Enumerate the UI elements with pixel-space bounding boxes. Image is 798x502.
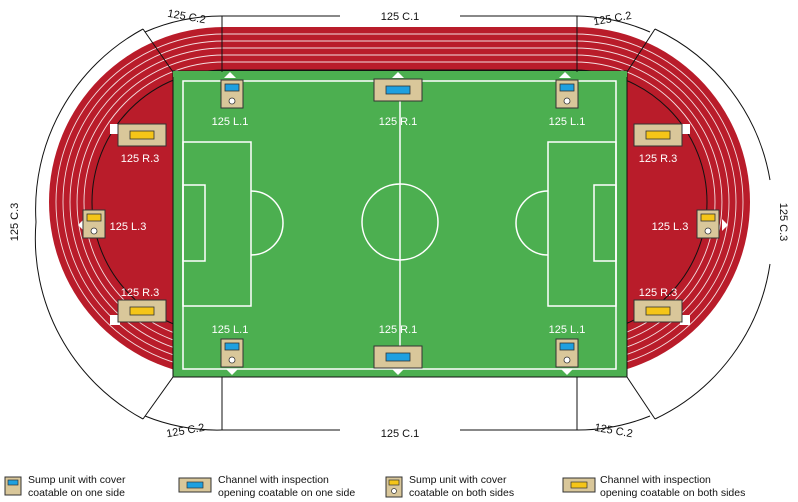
label-r3-top-right: 125 R.3	[639, 153, 678, 165]
label-r3-bottom-left: 125 R.3	[121, 287, 160, 299]
legend-item-sump-one-side: Sump unit with cover coatable on one sid…	[4, 470, 174, 502]
label-l3-right: 125 L.3	[652, 221, 689, 233]
legend-line2: opening coatable on one side	[218, 487, 356, 499]
sump-unit-left-icon	[82, 209, 106, 239]
label-r3-bottom-right: 125 R.3	[639, 287, 678, 299]
legend-line1: Sump unit with cover	[28, 474, 126, 486]
legend-item-channel-one-side: Channel with inspection opening coatable…	[178, 470, 378, 502]
legend-line1: Sump unit with cover	[409, 474, 507, 486]
legend-line1: Channel with inspection	[600, 474, 711, 486]
channel-left-bottom-icon	[117, 299, 167, 323]
legend-line2: opening coatable on both sides	[600, 487, 746, 499]
channel-one-side-icon	[178, 477, 212, 493]
channel-bottom-center-icon	[373, 345, 423, 369]
channel-both-sides-icon	[562, 477, 596, 493]
label-c2-bottom-right: 125 C.2	[594, 422, 634, 441]
label-l1-top-left: 125 L.1	[212, 116, 249, 128]
legend-line2: coatable on both sides	[409, 487, 515, 499]
legend-item-sump-both-sides: Sump unit with cover coatable on both si…	[385, 470, 575, 502]
sump-unit-bottom-left-icon	[220, 338, 244, 368]
label-l3-left: 125 L.3	[110, 221, 147, 233]
label-c2-top-right: 125 C.2	[592, 10, 632, 29]
label-r1-top: 125 R.1	[379, 116, 418, 128]
label-r1-bottom: 125 R.1	[379, 324, 418, 336]
dimension-lines	[34, 15, 771, 431]
label-c3-left: 125 C.3	[9, 203, 21, 242]
sump-unit-one-side-icon	[4, 476, 22, 496]
sump-unit-right-icon	[696, 209, 720, 239]
channel-right-bottom-icon	[633, 299, 683, 323]
legend-item-channel-both-sides: Channel with inspection opening coatable…	[562, 470, 794, 502]
label-c3-right: 125 C.3	[777, 203, 789, 242]
sump-unit-bottom-right-icon	[555, 338, 579, 368]
label-l1-top-right: 125 L.1	[549, 116, 586, 128]
channel-right-top-icon	[633, 123, 683, 147]
label-r3-top-left: 125 R.3	[121, 153, 160, 165]
sump-unit-both-sides-icon	[385, 476, 403, 498]
channel-left-top-icon	[117, 123, 167, 147]
legend-line2: coatable on one side	[28, 487, 125, 499]
sump-unit-top-right-icon	[555, 79, 579, 109]
label-c2-top-left: 125 C.2	[167, 8, 207, 27]
channel-top-center-icon	[373, 78, 423, 102]
label-l1-bottom-left: 125 L.1	[212, 324, 249, 336]
legend-line1: Channel with inspection	[218, 474, 329, 486]
label-c1-bottom: 125 C.1	[381, 428, 420, 440]
sump-unit-top-left-icon	[220, 79, 244, 109]
label-c1-top: 125 C.1	[381, 11, 420, 23]
label-l1-bottom-right: 125 L.1	[549, 324, 586, 336]
